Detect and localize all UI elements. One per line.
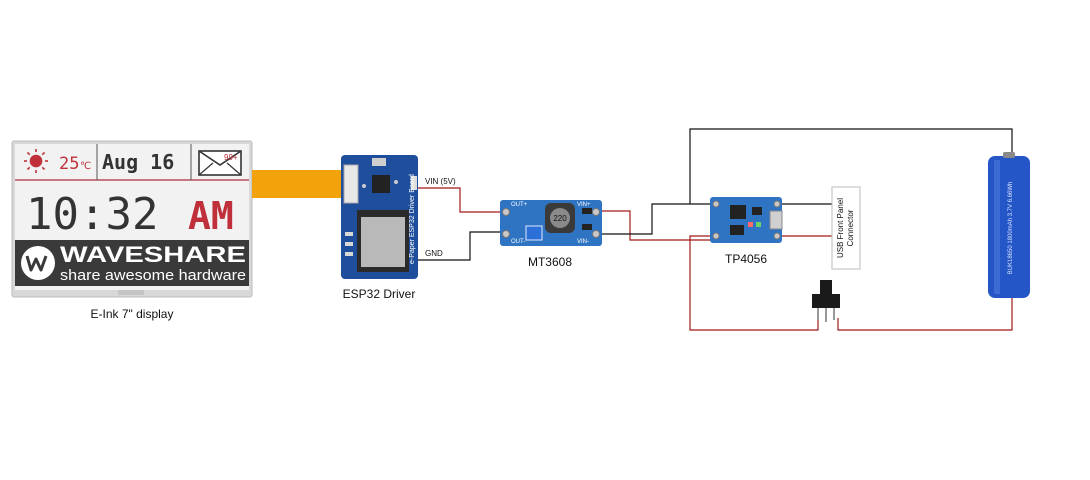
mail-icon [198, 150, 242, 176]
micro-usb-port [769, 210, 783, 230]
usb-label-line1: USB Front Panel [836, 198, 845, 258]
clock-ampm: AM [188, 194, 234, 238]
switch-knob [820, 280, 832, 294]
display-tab [118, 290, 144, 295]
slide-switch [812, 280, 840, 322]
esp32-caption: ESP32 Driver [343, 287, 416, 301]
sun-icon [24, 149, 48, 173]
ribbon-cable [252, 170, 342, 198]
brand-name: WAVESHARE [60, 242, 246, 267]
gnd-label: GND [425, 249, 443, 258]
esp32-driver-board: e-Paper ESP32 Driver Board ESP32 Driver [341, 155, 418, 301]
charger-chip [730, 205, 746, 219]
tp4056-pcb [710, 197, 782, 243]
mail-badge: 99+ [224, 153, 238, 162]
wire-boost-in-plus [602, 210, 712, 241]
wire-vin [418, 187, 500, 213]
usb-port [372, 158, 386, 166]
brand-tagline: share awesome hardware [60, 267, 246, 284]
vin-label: VIN (5V) [425, 177, 456, 186]
temperature-unit: ℃ [80, 161, 91, 172]
display-caption: E-Ink 7" display [91, 307, 174, 321]
usb-connector-box [831, 186, 861, 270]
usb-front-panel-connector: USB Front Panel Connector [831, 186, 861, 270]
usb-chip [372, 175, 390, 193]
wire-gnd [418, 231, 500, 261]
tp4056-charger: TP4056 [710, 197, 783, 266]
battery-18650: BUK18650 1800mAh 3.7V 6.66Wh [988, 152, 1030, 298]
pin-vin-plus: VIN+ [577, 202, 591, 208]
wire-boost-in-minus [602, 203, 712, 235]
wire-switch-in [689, 235, 819, 331]
potentiometer [525, 225, 543, 241]
usb-label-line2: Connector [846, 209, 855, 246]
pin-vin-minus: VIN- [577, 239, 589, 245]
date-text: Aug 16 [102, 150, 174, 174]
switch [411, 176, 417, 190]
pin-out-minus: OUT- [511, 239, 525, 245]
temperature-value: 25 [59, 154, 79, 174]
clock-time: 10:32 [26, 189, 158, 240]
pin-out-plus: OUT+ [511, 202, 528, 208]
wire-battery-negative [689, 128, 1013, 204]
battery-terminal [1003, 152, 1015, 158]
fpc-connector [343, 164, 359, 204]
mt3608-boost-module: 220 OUT+ OUT- VIN+ VIN- MT3608 [500, 200, 602, 269]
tp4056-caption: TP4056 [725, 252, 767, 266]
battery-label: BUK18650 1800mAh 3.7V 6.66Wh [1008, 182, 1014, 275]
esp32-shield [361, 217, 405, 267]
inductor-label: 220 [553, 214, 567, 223]
waveshare-logo-icon [21, 246, 55, 280]
switch-body [812, 294, 840, 308]
mt3608-caption: MT3608 [528, 255, 572, 269]
eink-display: 25 ℃ Aug 16 99+ 10:32 AM WAVESHARE share… [11, 140, 253, 321]
wire-battery-positive [837, 296, 1013, 331]
board-silkscreen: e-Paper ESP32 Driver Board [409, 174, 416, 264]
